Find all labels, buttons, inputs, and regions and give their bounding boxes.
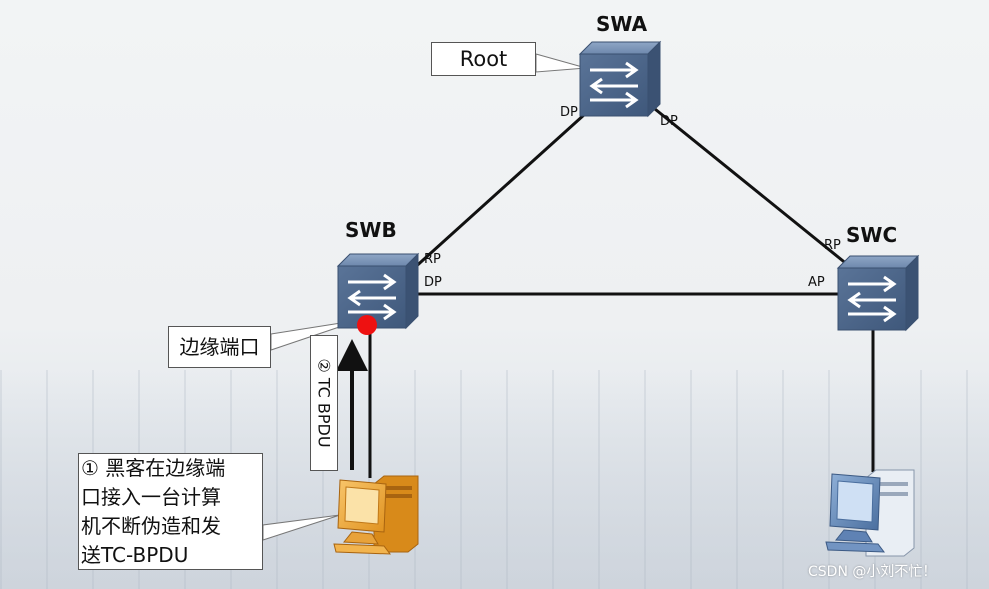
port-swa-right: DP xyxy=(660,114,678,129)
port-swb-right: DP xyxy=(424,275,442,290)
switch-swc-icon xyxy=(836,254,920,332)
port-swb-top: RP xyxy=(424,252,441,267)
link-swa-swc xyxy=(649,103,849,267)
switch-swb-icon xyxy=(336,252,420,330)
hacker-pointer xyxy=(262,514,341,541)
hacker-callout-line: 机不断伪造和发 xyxy=(81,514,221,538)
switch-swa-label: SWA xyxy=(596,12,648,36)
hacker-pc-icon xyxy=(333,475,419,555)
switch-swc-label: SWC xyxy=(846,223,898,247)
switch-swb-label: SWB xyxy=(345,218,397,242)
hacker-callout: ① 黑客在边缘端 口接入一台计算 机不断伪造和发 送TC-BPDU xyxy=(78,453,263,570)
root-pointer xyxy=(535,53,587,73)
pc-icon xyxy=(825,469,915,557)
switch-swa-icon xyxy=(578,40,662,118)
hacker-callout-line: ① 黑客在边缘端 xyxy=(81,456,226,480)
hacker-callout-line: 送TC-BPDU xyxy=(81,543,189,567)
links xyxy=(368,103,875,478)
root-callout: Root xyxy=(431,42,536,76)
tc-bpdu-label: ② TC BPDU xyxy=(314,358,334,448)
link-swa-swb xyxy=(410,103,597,272)
tc-bpdu-callout xyxy=(310,335,338,471)
port-swc-left: AP xyxy=(808,275,825,290)
watermark: CSDN @小刘不忙！ xyxy=(808,564,937,580)
port-swa-left: DP xyxy=(560,105,578,120)
hacker-callout-line: 口接入一台计算 xyxy=(81,485,221,509)
edge-port-dot xyxy=(357,315,377,335)
edge-port-callout: 边缘端口 xyxy=(168,326,271,368)
port-swc-top: RP xyxy=(824,238,841,253)
